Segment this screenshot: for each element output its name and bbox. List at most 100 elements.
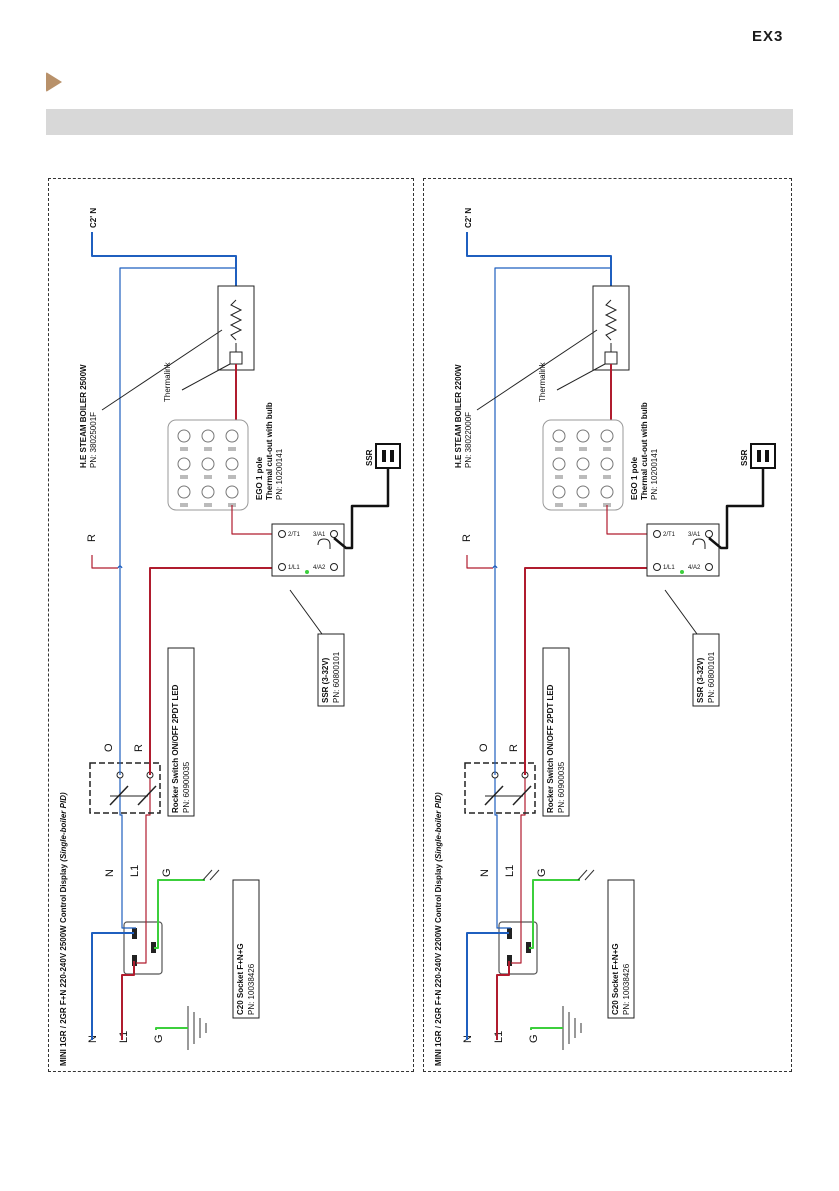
wire-g-to-chassis [529,879,580,949]
wire-label-o: O [478,743,490,752]
ssr-name: SSR (3-32V) [321,657,330,703]
c20-socket-pin-n [507,928,512,939]
diagram-title-suffix: (Single-boiler PID) [434,792,443,862]
ssr-connector-pin-1 [382,450,386,462]
ssr-led-indicator [680,570,684,574]
c20-socket-pin-n [132,928,137,939]
rocker-switch-body [89,762,161,814]
wire-label-c2n: C2' N [464,208,473,228]
wire-n-to-switch [494,775,511,929]
ssr-terminal-2t1 [278,530,286,538]
ego-terminal-screw [177,429,191,443]
wire-r-to-ssr [149,567,279,775]
chassis-ground-mark-2 [584,869,595,881]
c20-socket-pin-l [507,955,512,966]
boiler-callout-line [101,329,223,411]
thermalink-icon [604,351,618,365]
wire-r-to-ssr [524,567,654,775]
ego-thermostat-name: EGO 1 pole [630,456,639,500]
wire-g-to-chassis [154,879,205,949]
ego-terminal-screw [600,429,614,443]
ssr-terminal-3a1 [705,530,713,538]
rocker-switch-name: Rocker Switch ON/OFF 2PDT LED [546,684,555,813]
ssr-terminal-1l1 [653,563,661,571]
wire-label-l1: L1 [129,865,141,877]
ssr-callout-line [664,589,698,635]
rocker-switch-pn: PN: 60900035 [557,761,566,813]
ssr-name: SSR (3-32V) [696,657,705,703]
wire-l1-input [496,961,510,1040]
wire-l1-input [121,961,135,1040]
input-label-l1: L1 [493,1031,505,1043]
ego-terminal-tab [204,447,212,451]
ego-terminal-tab [579,447,587,451]
wire-label-r-top: R [461,534,473,542]
wire-label-r-top: R [86,534,98,542]
ssr-connector-icon [750,443,776,469]
boiler-heating-element-icon [604,299,618,341]
boiler-heating-element-icon [229,299,243,341]
ssr-label-2t1: 2/T1 [288,532,301,538]
ssr-label-2t1: 2/T1 [663,532,676,538]
wire-ssr-control [708,468,765,550]
brand-logo: EX3 [752,28,784,45]
rocker-switch-label-box [167,647,195,817]
ego-terminal-screw [201,429,215,443]
ego-thermostat-name: EGO 1 pole [255,456,264,500]
ssr-terminal-1l1 [278,563,286,571]
chassis-ground-mark-1 [577,869,588,881]
ssr-connector-pin-2 [765,450,769,462]
c20-socket-label-box [232,879,260,1019]
wire-label-l1: L1 [504,865,516,877]
chassis-ground-mark-2 [209,869,220,881]
ego-terminal-tab [180,503,188,507]
wire-crossover [117,565,123,569]
wire-label-n: N [479,869,491,877]
wire-ego-to-ssr [606,505,654,535]
c20-socket-name: C20 Socket F+N+G [236,943,245,1015]
ego-terminal-tab [204,503,212,507]
section-header-band [46,109,793,135]
ego-thermostat-desc: Thermal cut-out with bulb [265,402,274,500]
ssr-connector-pin-1 [757,450,761,462]
wire-ssr-control [333,468,390,550]
wire-label-n: N [104,869,116,877]
ego-thermostat-pn: PN: 10200141 [650,448,659,500]
ego-terminal-screw [177,485,191,499]
rocker-switch-label-box [542,647,570,817]
ego-terminal-screw [576,485,590,499]
wire-ego-to-ssr [231,505,279,535]
input-label-g: G [153,1034,165,1043]
ego-thermostat-desc: Thermal cut-out with bulb [640,402,649,500]
wire-l1-to-switch [511,775,526,964]
wire-label-g: G [161,868,173,877]
diagram-title-main: MINI 1GR / 2GR F+N 220-240V 2500W Contro… [59,862,68,1066]
ssr-label-1l1: 1/L1 [288,565,300,571]
ego-terminal-tab [579,503,587,507]
steam-boiler-name: H.E STEAM BOILER 2500W [79,364,88,468]
ssr-label-1l1: 1/L1 [663,565,675,571]
ssr-pn: PN: 60800101 [707,651,716,703]
wire-label-o: O [103,743,115,752]
rocker-switch-body [464,762,536,814]
ego-terminal-screw [576,429,590,443]
wire-label-r-switch: R [508,744,520,752]
ssr-label-4a2: 4/A2 [688,565,701,571]
ssr-connector-pin-2 [390,450,394,462]
thermalink-label: Thermalink [538,361,547,402]
wire-crossover [492,565,498,569]
c20-socket-pn: PN: 10038426 [622,963,631,1015]
wire-label-c2n: C2' N [89,208,98,228]
ssr-terminal-4a2 [705,563,713,571]
ego-terminal-screw [225,485,239,499]
diagram-title-suffix: (Single-boiler PID) [59,792,68,862]
ssr-connector-label: SSR [740,449,749,466]
wire-label-g: G [536,868,548,877]
ssr-label-box [317,633,345,707]
ego-terminal-screw [177,457,191,471]
ego-terminal-tab [228,447,236,451]
wire-r-input-top [91,555,118,569]
thermalink-callout-line [556,363,606,391]
diagram-title: MINI 1GR / 2GR F+N 220-240V 2500W Contro… [59,792,68,1066]
